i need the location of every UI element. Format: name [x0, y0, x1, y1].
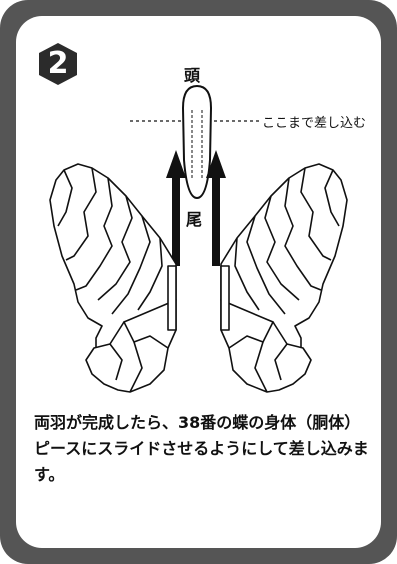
insert-line-label: ここまで差し込む	[262, 116, 367, 131]
tail-label: 尾	[186, 210, 203, 229]
instruction-text: 両羽が完成したら、38番の蝶の身体（胴体）ピースにスライドさせるようにして差し込…	[34, 413, 369, 484]
head-label: 頭	[184, 66, 201, 85]
slide-arrow-right	[206, 150, 226, 266]
left-wing	[49, 163, 177, 393]
step-badge-hexagon	[39, 43, 77, 85]
step-number: 2	[47, 46, 69, 81]
butterfly-body	[181, 84, 213, 200]
slide-arrow-left	[166, 150, 186, 266]
right-wing	[220, 163, 348, 393]
